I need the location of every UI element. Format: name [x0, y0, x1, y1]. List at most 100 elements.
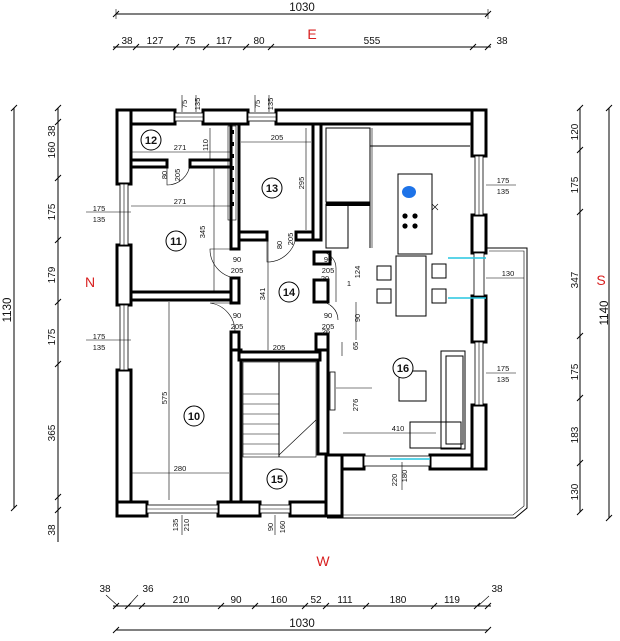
room16-height: 276	[351, 399, 360, 412]
room-15-marker: 15	[266, 468, 288, 490]
small-90: 90	[353, 314, 362, 322]
dining-table	[376, 255, 447, 317]
right-chain-1: 175	[570, 176, 581, 193]
balcony: 130	[327, 247, 528, 519]
bottom-chain-7: 180	[390, 595, 407, 606]
room-15-number: 15	[271, 474, 283, 486]
cardinal-west: W	[316, 553, 330, 569]
win-top2-a: 75	[253, 100, 262, 108]
room-10-number: 10	[188, 411, 200, 423]
cardinal-east: E	[307, 26, 316, 42]
win-top1-b: 135	[193, 98, 202, 111]
bottom-chain-3: 90	[230, 595, 242, 606]
bottom-dimension-total: 1030	[112, 618, 492, 634]
bottom-chain-1: 36	[142, 584, 154, 595]
win-left2-a: 175	[93, 332, 106, 341]
top-chain-4: 80	[253, 36, 265, 47]
top-chain-6: 38	[496, 36, 508, 47]
door11-a: 90	[233, 255, 241, 264]
bottom-dimension-chain: 38 36 210 90 160 52 111 180 119 38	[99, 584, 503, 610]
win-left1-a: 175	[93, 204, 106, 213]
door13-b: 205	[286, 233, 295, 246]
room-14-marker: 14	[278, 281, 300, 303]
stove-icon	[402, 213, 418, 229]
door10-a: 90	[233, 311, 241, 320]
right-dimension-total: 1140	[599, 104, 613, 522]
doors	[166, 163, 339, 333]
room-13-marker: 13	[261, 177, 283, 199]
left-chain-1: 160	[47, 141, 58, 158]
small-1: 1	[347, 279, 351, 288]
room-11-marker: 11	[165, 230, 187, 252]
bottom-chain-8: 119	[444, 595, 460, 606]
room16-width: 410	[392, 424, 405, 433]
room11-height: 345	[198, 226, 207, 239]
right-total-label: 1140	[599, 301, 611, 326]
win-right2-b: 135	[497, 375, 510, 384]
win-top2-b: 135	[266, 98, 275, 111]
win-bottom2-a: 160	[278, 521, 287, 534]
small-124: 124	[353, 266, 362, 279]
bottom-chain-0: 38	[99, 584, 111, 595]
door12-b: 205	[173, 169, 182, 182]
bottom-chain-9: 38	[491, 584, 503, 595]
door14r-a: 90	[324, 255, 332, 264]
interior-walls	[129, 122, 366, 504]
win-left2-b: 135	[93, 343, 106, 352]
right-chain-0: 120	[570, 123, 581, 140]
right-dimension-chain: 120 175 347 175 183 130	[570, 104, 584, 516]
right-chain-4: 183	[570, 426, 581, 443]
cardinal-south: S	[596, 272, 605, 288]
hallway-height: 341	[258, 288, 267, 301]
left-chain-5: 365	[47, 424, 58, 441]
win-bottom1-a: 210	[182, 519, 191, 532]
small-65: 65	[351, 342, 360, 350]
left-dimension-chain: 38 160 175 179 175 365 38	[47, 104, 62, 542]
room-11-number: 11	[170, 236, 182, 248]
door12-a: 80	[160, 171, 169, 179]
small-26: 26	[322, 327, 330, 336]
room-12-number: 12	[145, 135, 157, 147]
balcony-depth: 130	[502, 269, 515, 278]
win-left1-b: 135	[93, 215, 106, 224]
door16-a: 180	[400, 470, 409, 483]
hallway-width: 205	[273, 343, 286, 352]
windows	[119, 112, 486, 514]
interior-dimension-lines	[86, 95, 516, 535]
win-top1-a: 75	[180, 100, 189, 108]
win-right2-a: 175	[497, 364, 510, 373]
room12-width: 271	[174, 143, 187, 152]
room10-height: 575	[160, 392, 169, 405]
room-10-marker: 10	[183, 405, 205, 427]
interior-dimension-labels: 75 135 75 135 271 110 80 205 271 345 175…	[93, 98, 510, 534]
room-16-number: 16	[397, 363, 409, 375]
room10-width: 280	[174, 464, 187, 473]
door16-b: 220	[390, 474, 399, 487]
bottom-chain-4: 160	[271, 595, 288, 606]
room11-width: 271	[174, 197, 187, 206]
top-dimension-total: 1030	[112, 2, 492, 19]
right-chain-5: 130	[570, 483, 581, 500]
room-13-number: 13	[266, 183, 278, 195]
small-20: 20	[321, 274, 329, 283]
top-chain-0: 38	[121, 36, 133, 47]
right-chain-3: 175	[570, 363, 581, 380]
kitchen	[325, 127, 470, 255]
room-14-number: 14	[283, 287, 296, 299]
bottom-chain-2: 210	[173, 595, 190, 606]
right-chain-2: 347	[570, 271, 581, 288]
door13-a: 80	[275, 241, 284, 249]
door14r-b: 205	[322, 266, 335, 275]
win-bottom2-b: 90	[266, 523, 275, 531]
top-chain-3: 117	[216, 36, 232, 47]
door11-b: 205	[231, 266, 244, 275]
left-dimension-total: 1130	[2, 104, 18, 512]
left-chain-6: 38	[47, 524, 58, 536]
room12-height: 110	[201, 139, 210, 151]
sink-icon	[402, 186, 416, 198]
room13-width: 205	[271, 133, 284, 142]
door14r2-b: 205	[322, 322, 335, 331]
top-total-label: 1030	[289, 2, 315, 14]
win-right1-a: 175	[497, 176, 510, 185]
